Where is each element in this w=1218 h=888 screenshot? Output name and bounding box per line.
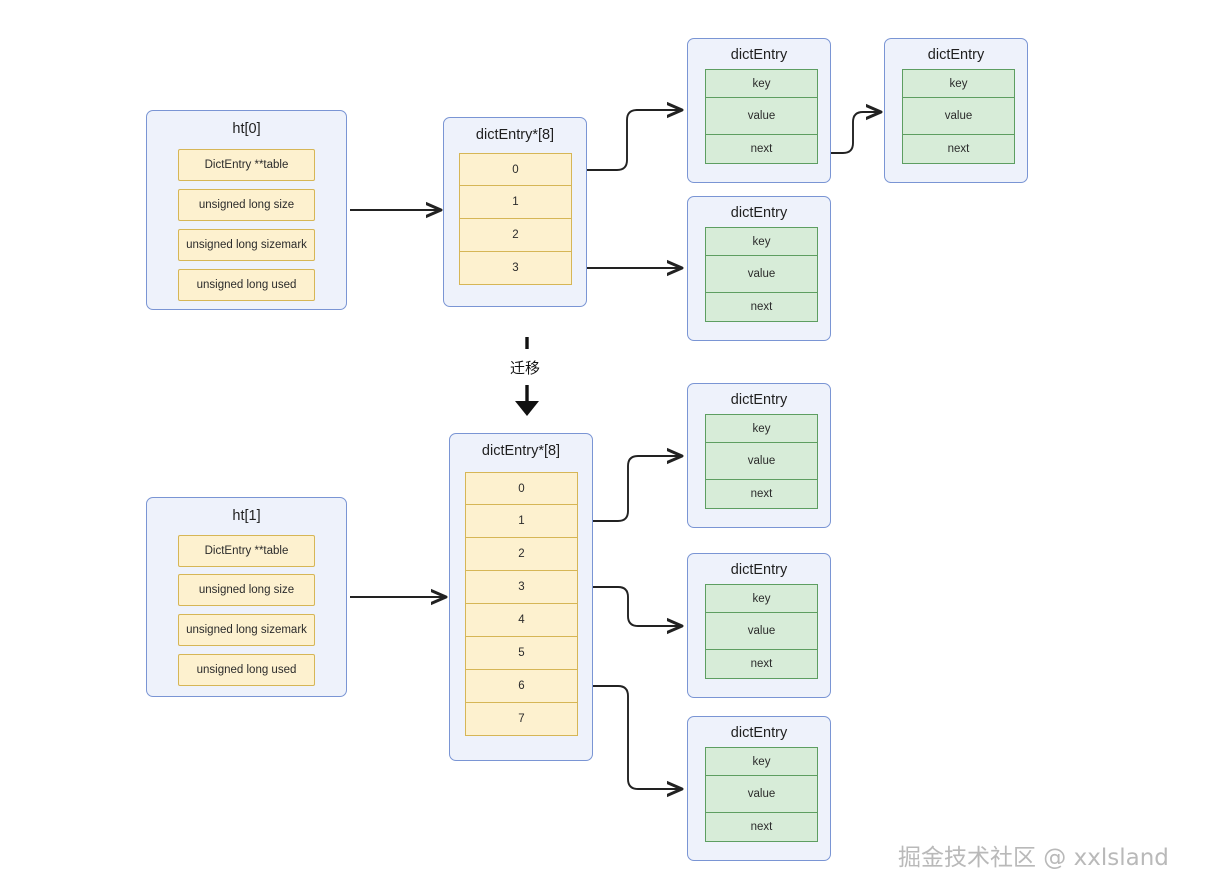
bottom-array-cell-3[interactable]: 3 (465, 571, 578, 604)
arrow-bot6-to-entry-f (578, 685, 681, 789)
bottom-array-cell-2[interactable]: 2 (465, 538, 578, 571)
ht1-field-table: DictEntry **table (178, 535, 315, 567)
bottom-array-cell-1[interactable]: 1 (465, 505, 578, 538)
entry-f-next: next (705, 813, 818, 842)
panel-ht1-title: ht[1] (232, 508, 261, 524)
entry-b-value: value (902, 98, 1015, 135)
panel-entry-b-title: dictEntry (927, 47, 985, 63)
entry-b-key: key (902, 69, 1015, 98)
entry-a-next: next (705, 135, 818, 164)
ht1-field-used: unsigned long used (178, 654, 315, 686)
top-array-cell-2[interactable]: 2 (459, 219, 572, 252)
bottom-array-cell-4[interactable]: 4 (465, 604, 578, 637)
panel-entry-a-title: dictEntry (730, 47, 788, 63)
top-array-cell-0[interactable]: 0 (459, 153, 572, 186)
arrow-bot1-to-entry-d (578, 456, 681, 522)
entry-a-value: value (705, 98, 818, 135)
bottom-array-cell-0[interactable]: 0 (465, 472, 578, 505)
arrow-top0-to-entry-a (572, 110, 681, 171)
entry-f-key: key (705, 747, 818, 776)
migration-label: 迁移 (510, 359, 541, 377)
ht1-field-sizemark: unsigned long sizemark (178, 614, 315, 646)
entry-c-next: next (705, 293, 818, 322)
ht0-field-table: DictEntry **table (178, 149, 315, 181)
panel-entry-c-title: dictEntry (730, 205, 788, 221)
entry-e-key: key (705, 584, 818, 613)
ht0-field-used: unsigned long used (178, 269, 315, 301)
entry-c-value: value (705, 256, 818, 293)
top-array-cell-3[interactable]: 3 (459, 252, 572, 285)
entry-b-next: next (902, 135, 1015, 164)
arrow-bot3-to-entry-e (578, 586, 681, 626)
watermark: 掘金技术社区 @ xxlsland (898, 845, 1169, 871)
entry-d-next: next (705, 480, 818, 509)
ht0-field-size: unsigned long size (178, 189, 315, 221)
top-array-cell-1[interactable]: 1 (459, 186, 572, 219)
ht0-field-sizemark: unsigned long sizemark (178, 229, 315, 261)
entry-d-key: key (705, 414, 818, 443)
bottom-array-cell-6[interactable]: 6 (465, 670, 578, 703)
panel-entry-e-title: dictEntry (730, 562, 788, 578)
entry-a-key: key (705, 69, 818, 98)
ht1-field-size: unsigned long size (178, 574, 315, 606)
panel-bottom-array-title: dictEntry*[8] (481, 443, 561, 459)
entry-f-value: value (705, 776, 818, 813)
entry-e-value: value (705, 613, 818, 650)
entry-c-key: key (705, 227, 818, 256)
bottom-array-cell-5[interactable]: 5 (465, 637, 578, 670)
panel-entry-f-title: dictEntry (730, 725, 788, 741)
bottom-array-cell-7[interactable]: 7 (465, 703, 578, 736)
panel-ht0-title: ht[0] (232, 121, 261, 137)
entry-e-next: next (705, 650, 818, 679)
panel-top-array-title: dictEntry*[8] (475, 127, 555, 143)
entry-d-value: value (705, 443, 818, 480)
panel-entry-d-title: dictEntry (730, 392, 788, 408)
